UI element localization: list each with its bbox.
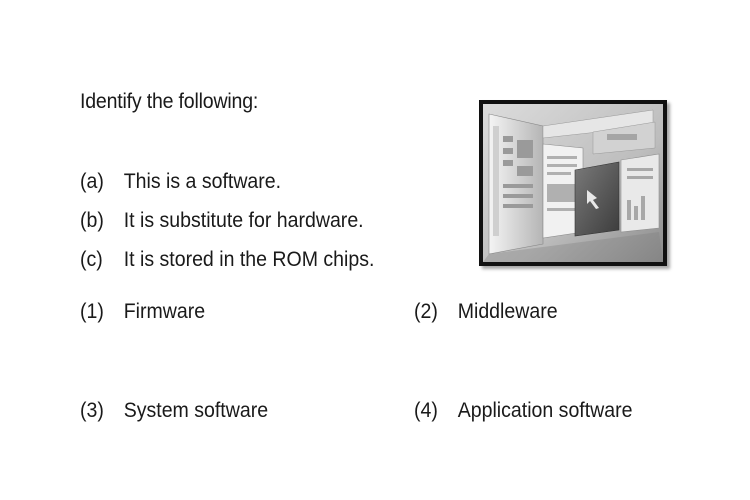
statement-a-label: (a)	[80, 170, 104, 193]
software-windows-illustration	[479, 100, 667, 266]
option-2-number: (2)	[414, 300, 438, 323]
option-4[interactable]: (4) Application software	[414, 399, 632, 423]
option-3[interactable]: (3) System software	[80, 399, 268, 423]
option-2[interactable]: (2) Middleware	[414, 300, 558, 324]
statement-c-text: It is stored in the ROM chips.	[123, 248, 375, 271]
statement-c: (c) It is stored in the ROM chips.	[80, 248, 374, 272]
statement-b-label: (b)	[80, 209, 104, 232]
option-1[interactable]: (1) Firmware	[80, 300, 205, 324]
statement-a: (a) This is a software.	[80, 170, 281, 194]
statement-b-text: It is substitute for hardware.	[123, 209, 364, 232]
statement-b: (b) It is substitute for hardware.	[80, 209, 364, 233]
option-3-number: (3)	[80, 399, 104, 422]
statement-a-text: This is a software.	[123, 170, 282, 193]
option-3-text: System software	[123, 399, 269, 422]
question-prompt: Identify the following:	[80, 90, 259, 113]
option-4-text: Application software	[457, 399, 633, 422]
option-1-number: (1)	[80, 300, 104, 323]
option-1-text: Firmware	[123, 300, 206, 323]
option-2-text: Middleware	[457, 300, 558, 323]
statement-c-label: (c)	[80, 248, 103, 271]
option-4-number: (4)	[414, 399, 438, 422]
